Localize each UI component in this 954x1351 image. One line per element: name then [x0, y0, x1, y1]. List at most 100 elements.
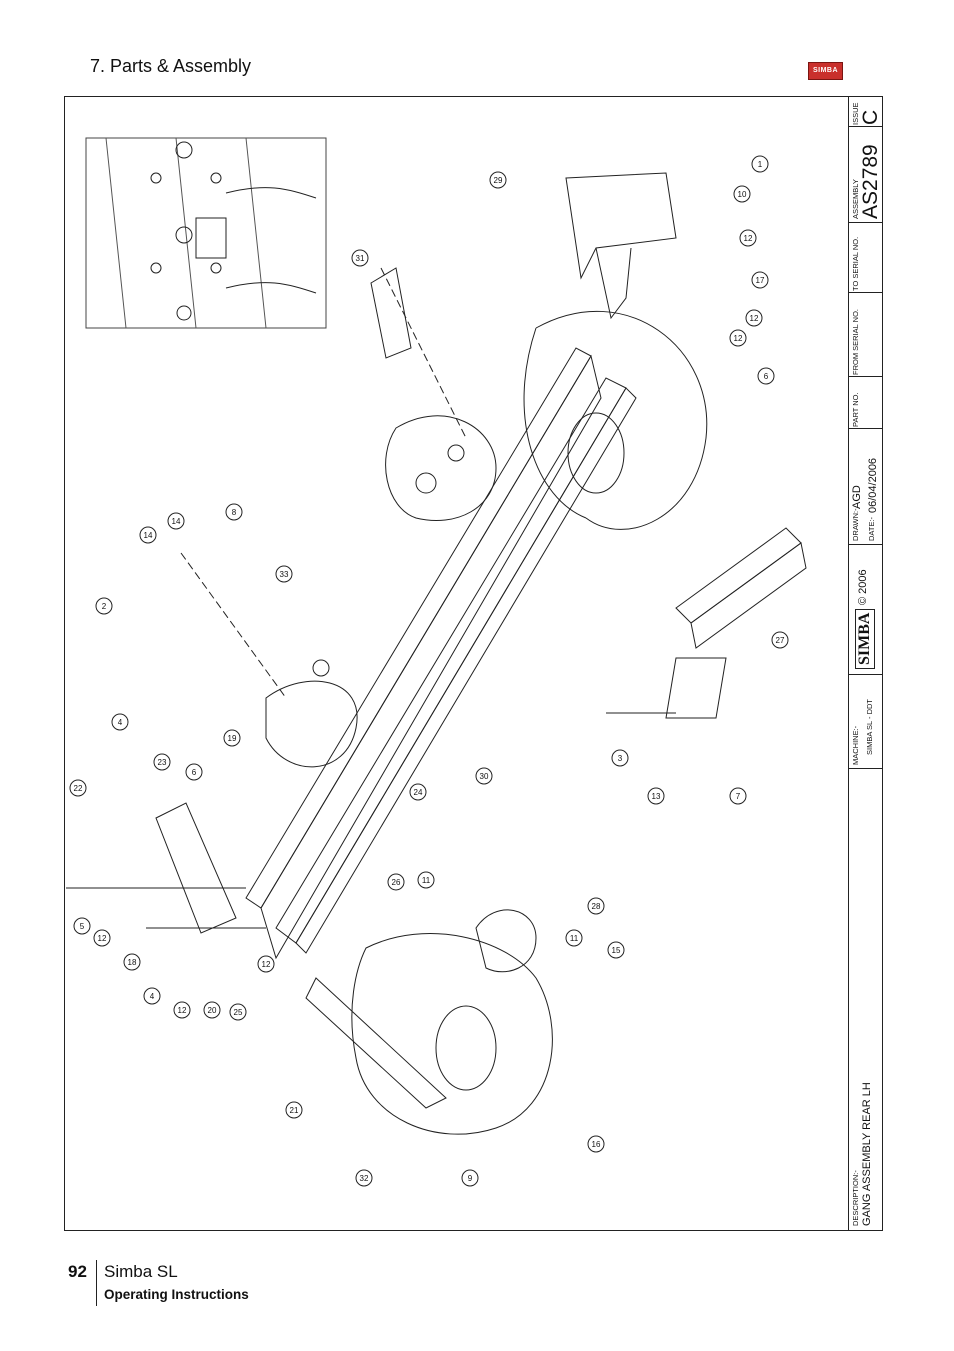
callout-4a: 4 [111, 713, 129, 731]
callout-22: 22 [69, 779, 87, 797]
issue-value: C [859, 109, 882, 125]
callout-23: 23 [153, 753, 171, 771]
callout-27: 27 [771, 631, 789, 649]
svg-text:30: 30 [480, 772, 489, 781]
svg-text:18: 18 [128, 958, 137, 967]
svg-text:21: 21 [290, 1106, 299, 1115]
callout-28: 28 [587, 897, 605, 915]
footer-model: Simba SL [104, 1262, 178, 1281]
callout-30: 30 [475, 767, 493, 785]
svg-text:26: 26 [392, 878, 401, 887]
svg-text:12: 12 [178, 1006, 187, 1015]
svg-text:12: 12 [744, 234, 753, 243]
section-title: 7. Parts & Assembly [90, 56, 252, 76]
svg-text:24: 24 [414, 788, 423, 797]
exploded-view-drawing: 1 10 12 29 17 12 12 6 31 8 14 14 2 33 27… [66, 137, 807, 1187]
callout-15: 15 [607, 941, 625, 959]
date-value: 06/04/2006 [867, 457, 879, 513]
svg-text:8: 8 [232, 508, 237, 517]
footer-subtitle: Operating Instructions [104, 1287, 249, 1302]
svg-text:3: 3 [618, 754, 623, 763]
callout-7: 7 [729, 787, 747, 805]
to-serial-label: TO SERIAL NO. [851, 236, 860, 291]
callout-24: 24 [409, 783, 427, 801]
svg-text:10: 10 [738, 190, 747, 199]
callout-25: 25 [229, 1003, 247, 1021]
callout-12b: 12 [745, 309, 763, 327]
callout-5: 5 [73, 917, 91, 935]
svg-text:20: 20 [208, 1006, 217, 1015]
callout-6a: 6 [757, 367, 775, 385]
callout-33: 33 [275, 565, 293, 583]
callout-12f: 12 [257, 955, 275, 973]
svg-text:14: 14 [144, 531, 153, 540]
bottom-disc [305, 933, 553, 1135]
svg-text:6: 6 [192, 768, 197, 777]
svg-text:1: 1 [758, 160, 763, 169]
svg-text:19: 19 [228, 734, 237, 743]
svg-text:12: 12 [98, 934, 107, 943]
callout-12a: 12 [739, 229, 757, 247]
svg-text:9: 9 [468, 1174, 473, 1183]
callout-16: 16 [587, 1135, 605, 1153]
drawn-label: DRAWN:- [851, 508, 860, 541]
svg-text:12: 12 [750, 314, 759, 323]
svg-text:28: 28 [592, 902, 601, 911]
callout-11b: 11 [565, 929, 583, 947]
callout-17: 17 [751, 271, 769, 289]
callout-12e: 12 [173, 1001, 191, 1019]
svg-text:13: 13 [652, 792, 661, 801]
copyright-text: © 2006 [857, 569, 869, 605]
svg-text:22: 22 [74, 784, 83, 793]
svg-text:5: 5 [80, 922, 85, 931]
description-label: DESCRIPTION:- [851, 1170, 860, 1226]
callout-1: 1 [751, 155, 769, 173]
part-no-label: PART NO. [851, 392, 860, 427]
svg-text:6: 6 [764, 372, 769, 381]
top-disc [523, 310, 708, 530]
svg-text:4: 4 [150, 992, 155, 1001]
callout-31: 31 [351, 249, 369, 267]
svg-text:31: 31 [356, 254, 365, 263]
title-block: ISSUE C ASSEMBLY AS2789 TO SERIAL NO. FR… [848, 97, 883, 1230]
drawn-value: AGD [851, 485, 863, 509]
machine-label: MACHINE:- [851, 725, 860, 765]
callout-4b: 4 [143, 987, 161, 1005]
svg-text:7: 7 [736, 792, 741, 801]
callout-8: 8 [225, 503, 243, 521]
description-value: GANG ASSEMBLY REAR LH [861, 1082, 873, 1226]
svg-text:4: 4 [118, 718, 123, 727]
svg-text:16: 16 [592, 1140, 601, 1149]
drawing-frame [64, 96, 883, 1231]
callout-10: 10 [733, 185, 751, 203]
svg-text:12: 12 [262, 960, 271, 969]
callout-2: 2 [95, 597, 113, 615]
callout-9: 9 [461, 1169, 479, 1187]
svg-text:23: 23 [158, 758, 167, 767]
svg-text:17: 17 [756, 276, 765, 285]
callout-32: 32 [355, 1169, 373, 1187]
svg-text:27: 27 [776, 636, 785, 645]
svg-text:14: 14 [172, 517, 181, 526]
simba-logo: SIMBA [855, 608, 875, 669]
callout-12d: 12 [93, 929, 111, 947]
callout-14b: 14 [167, 512, 185, 530]
callout-20: 20 [203, 1001, 221, 1019]
svg-text:29: 29 [494, 176, 503, 185]
lower-hub [265, 659, 358, 768]
mid-hub [385, 415, 497, 522]
svg-text:11: 11 [422, 876, 431, 885]
callout-26: 26 [387, 873, 405, 891]
svg-text:2: 2 [102, 602, 107, 611]
svg-text:12: 12 [734, 334, 743, 343]
callout-3: 3 [611, 749, 629, 767]
callout-21: 21 [285, 1101, 303, 1119]
callout-19: 19 [223, 729, 241, 747]
page-number: 92 [68, 1262, 87, 1281]
callout-12c: 12 [729, 329, 747, 347]
callout-18: 18 [123, 953, 141, 971]
from-serial-label: FROM SERIAL NO. [851, 309, 860, 375]
svg-text:11: 11 [570, 934, 579, 943]
callout-6b: 6 [185, 763, 203, 781]
date-label: DATE:- [867, 516, 876, 541]
